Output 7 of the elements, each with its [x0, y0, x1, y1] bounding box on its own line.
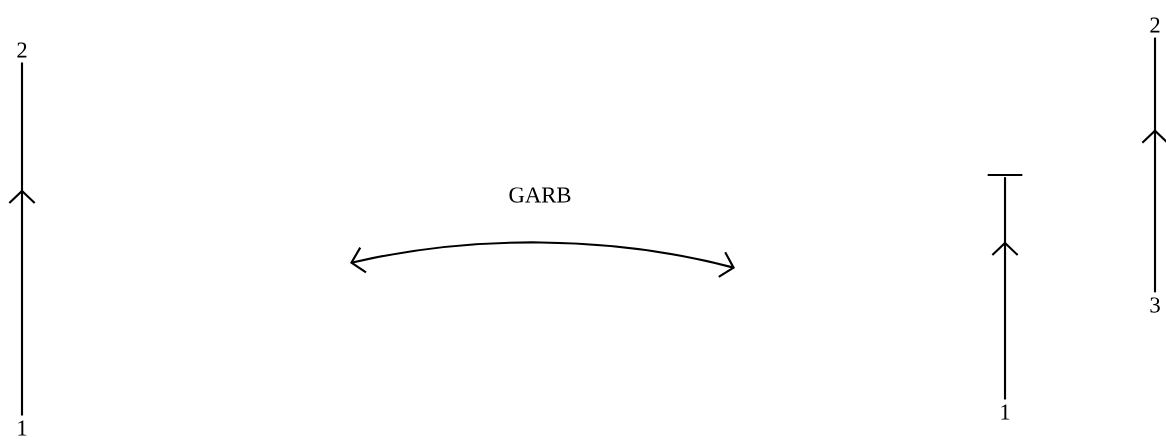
number-label: 3	[1150, 297, 1160, 313]
number-label: 1	[1001, 404, 1010, 420]
number-label: 2	[1150, 17, 1160, 33]
text-label: GARB	[509, 187, 571, 203]
number-label: 2	[17, 42, 27, 58]
end-bar	[987, 173, 1023, 177]
number-label: 1	[18, 420, 27, 436]
